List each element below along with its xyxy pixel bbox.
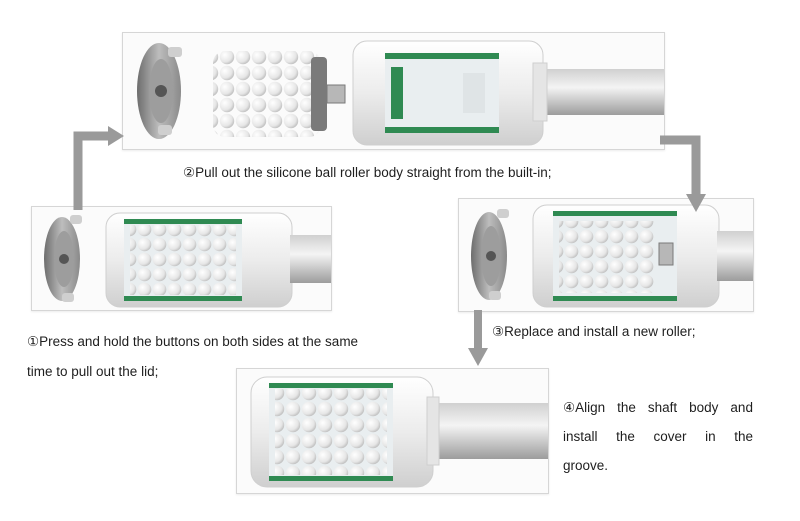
step-4-caption-line-1: ④Align the shaft body and <box>563 399 753 417</box>
arrow-step3-to-step4 <box>468 310 488 366</box>
step-1-text-line-2: time to pull out the lid; <box>27 364 159 379</box>
step-4-word: cover <box>653 429 687 444</box>
step-2-image <box>122 32 665 150</box>
step-4-word: shaft <box>647 400 678 415</box>
lid-cap <box>44 215 82 302</box>
lid-cap <box>137 43 182 139</box>
step-4-word: body <box>689 400 719 415</box>
step-4-image <box>236 368 549 494</box>
housing <box>352 40 664 146</box>
step-4-word: the <box>617 400 636 415</box>
step-4-number: ④ <box>563 400 576 415</box>
step-3-number: ③ <box>492 324 505 339</box>
step-4-word: groove. <box>563 458 609 473</box>
step-1-number: ① <box>27 334 40 349</box>
step-4-caption-line-3: groove. <box>563 457 753 475</box>
step-3-image <box>458 198 754 312</box>
step-1-caption-line-2: time to pull out the lid; <box>27 363 327 381</box>
step-1-caption-line-1: ①Press and hold the buttons on both side… <box>27 333 427 351</box>
step-1-image <box>31 206 332 311</box>
step-4-word: the <box>734 429 753 444</box>
assembled-roller <box>250 376 548 488</box>
step-4-word: and <box>730 400 753 415</box>
step-4-word: the <box>616 429 635 444</box>
step-4-word: in <box>705 429 716 444</box>
step-3-text: Replace and install a new roller; <box>504 324 696 339</box>
roller-unit <box>105 212 331 308</box>
step-2-caption: ②Pull out the silicone ball roller body … <box>183 164 623 182</box>
ball-roller <box>213 51 346 137</box>
step-4-word: Align <box>575 400 606 415</box>
step-4-word: install <box>563 429 598 444</box>
step-4-caption-line-2: install the cover in the <box>563 428 753 446</box>
roller-unit <box>532 204 753 308</box>
step-2-text: Pull out the silicone ball roller body s… <box>195 165 552 180</box>
lid-cap <box>471 209 509 300</box>
arrow-step2-to-step3 <box>660 135 706 212</box>
step-3-caption: ③Replace and install a new roller; <box>492 323 792 341</box>
step-2-number: ② <box>183 165 196 180</box>
arrow-step1-to-step2 <box>73 126 124 210</box>
step-1-text-line-1: Press and hold the buttons on both sides… <box>39 334 359 349</box>
